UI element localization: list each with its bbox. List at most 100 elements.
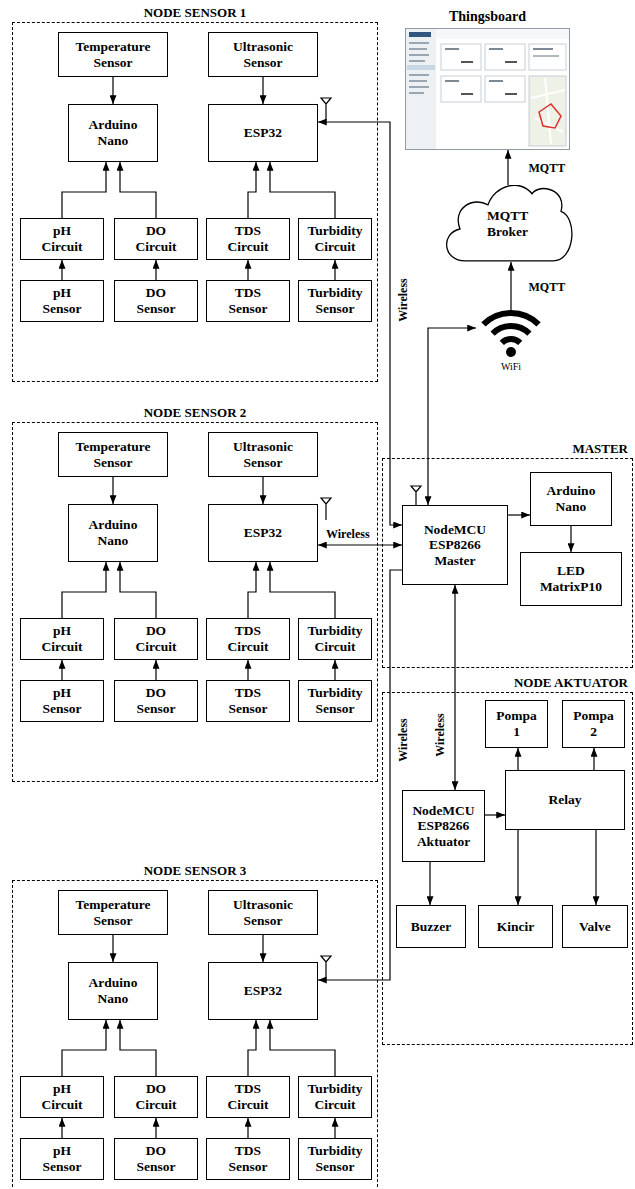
connector-arrow	[112, 477, 113, 504]
connector-arrow	[318, 122, 402, 525]
process-box: DO Sensor	[114, 680, 198, 722]
connector-arrow	[155, 260, 156, 280]
box-label: pH Circuit	[42, 623, 83, 654]
connector-arrow	[517, 830, 518, 905]
process-box: NodeMCU ESP8266 Master	[402, 505, 508, 585]
connector-arrow	[120, 162, 156, 218]
connector-arrow	[595, 830, 596, 905]
process-box: Buzzer	[396, 905, 466, 948]
process-box: NodeMCU ESP8266 Aktuator	[402, 790, 485, 862]
box-label: TDS Circuit	[228, 1081, 269, 1112]
connector-arrow	[270, 1020, 335, 1076]
box-label: DO Sensor	[136, 1143, 175, 1174]
connector-arrow	[262, 77, 263, 104]
connector-arrow	[593, 748, 594, 770]
connector-arrow	[508, 514, 530, 515]
group-title: NODE SENSOR 2	[13, 405, 377, 421]
process-box: pH Sensor	[20, 280, 104, 322]
group-title: NODE SENSOR 1	[13, 5, 377, 21]
connector-arrow	[62, 1020, 106, 1076]
process-box: TDS Circuit	[206, 218, 290, 260]
edge-label: Wireless	[396, 716, 410, 764]
group-title: NODE SENSOR 3	[13, 863, 377, 879]
box-label: LED MatrixP10	[540, 563, 602, 594]
box-label: TDS Sensor	[229, 285, 268, 316]
process-box: Relay	[505, 770, 625, 830]
process-box: Arduino Nano	[68, 962, 158, 1020]
connector-arrow	[120, 1020, 156, 1076]
box-label: Temperature Sensor	[76, 897, 151, 928]
process-box: Valve	[562, 905, 628, 948]
process-box: ESP32	[208, 504, 318, 562]
process-box: Turbidity Circuit	[298, 218, 372, 260]
connector-arrow	[485, 814, 505, 815]
edge-label: Wireless	[324, 527, 372, 541]
connector-arrow	[318, 544, 402, 545]
connector-arrow	[120, 562, 156, 618]
edge-label: Wireless	[396, 276, 410, 324]
connector-arrow	[270, 162, 335, 218]
box-label: Turbidity Sensor	[307, 285, 362, 316]
connector-arrow	[454, 585, 455, 790]
process-box: Temperature Sensor	[58, 432, 168, 477]
box-label: Turbidity Circuit	[307, 223, 362, 254]
process-box: Ultrasonic Sensor	[208, 432, 318, 477]
process-box: LED MatrixP10	[520, 552, 622, 606]
dashboard-screenshot	[406, 29, 570, 150]
process-box: DO Circuit	[114, 618, 198, 660]
connector-arrow	[517, 748, 518, 770]
process-box: Temperature Sensor	[58, 32, 168, 77]
wifi-symbol: WiFi	[476, 310, 546, 378]
panel-title: Thingsboard	[405, 8, 570, 25]
box-label: DO Circuit	[136, 223, 177, 254]
connector-arrow	[334, 1118, 335, 1138]
connector-arrow	[112, 77, 113, 104]
box-label: TDS Sensor	[229, 685, 268, 716]
edge-label: MQTT	[527, 280, 568, 294]
box-label: pH Circuit	[42, 223, 83, 254]
box-label: TDS Circuit	[228, 223, 269, 254]
connector-arrow	[262, 935, 263, 962]
connector-arrow	[112, 935, 113, 962]
edge-label: Wireless	[433, 711, 447, 759]
box-label: Temperature Sensor	[76, 39, 151, 70]
box-label: DO Sensor	[136, 685, 175, 716]
box-label: DO Circuit	[136, 623, 177, 654]
group-title: NODE AKTUATOR	[514, 675, 628, 691]
process-box: DO Circuit	[114, 1076, 198, 1118]
edge-label: MQTT	[527, 161, 568, 175]
process-box: pH Sensor	[20, 680, 104, 722]
process-box: Turbidity Sensor	[298, 280, 372, 322]
connector-arrow	[248, 162, 256, 218]
box-label: Ultrasonic Sensor	[233, 39, 293, 70]
cloud-shape: MQTT Broker	[440, 185, 575, 262]
connector-arrow	[428, 328, 476, 505]
connector-arrow	[334, 260, 335, 280]
process-box: Temperature Sensor	[58, 890, 168, 935]
process-box: ESP32	[208, 104, 318, 162]
node-group-frame: NODE SENSOR 3Temperature SensorArduino N…	[12, 880, 378, 1189]
box-label: pH Sensor	[43, 285, 82, 316]
connector-arrow	[247, 1118, 248, 1138]
box-label: Turbidity Circuit	[307, 623, 362, 654]
process-box: Turbidity Sensor	[298, 680, 372, 722]
node-group-frame: NODE SENSOR 2Temperature SensorArduino N…	[12, 422, 378, 782]
box-label: Relay	[549, 792, 582, 808]
process-box: pH Circuit	[20, 618, 104, 660]
box-label: Pompa 1	[496, 708, 537, 739]
node-group-frame: NODE AKTUATORPompa 1Pompa 2NodeMCU ESP82…	[382, 692, 633, 1045]
connector-arrow	[510, 262, 511, 310]
process-box: Arduino Nano	[68, 504, 158, 562]
wifi-icon	[476, 310, 546, 360]
connector-arrow	[270, 562, 335, 618]
box-label: Turbidity Sensor	[307, 685, 362, 716]
box-label: ESP32	[244, 983, 282, 999]
box-label: Kincir	[497, 919, 535, 935]
box-label: Ultrasonic Sensor	[233, 897, 293, 928]
box-label: DO Sensor	[136, 285, 175, 316]
process-box: DO Sensor	[114, 280, 198, 322]
box-label: Arduino Nano	[89, 117, 138, 148]
box-label: pH Sensor	[43, 685, 82, 716]
process-box: Kincir	[478, 905, 553, 948]
